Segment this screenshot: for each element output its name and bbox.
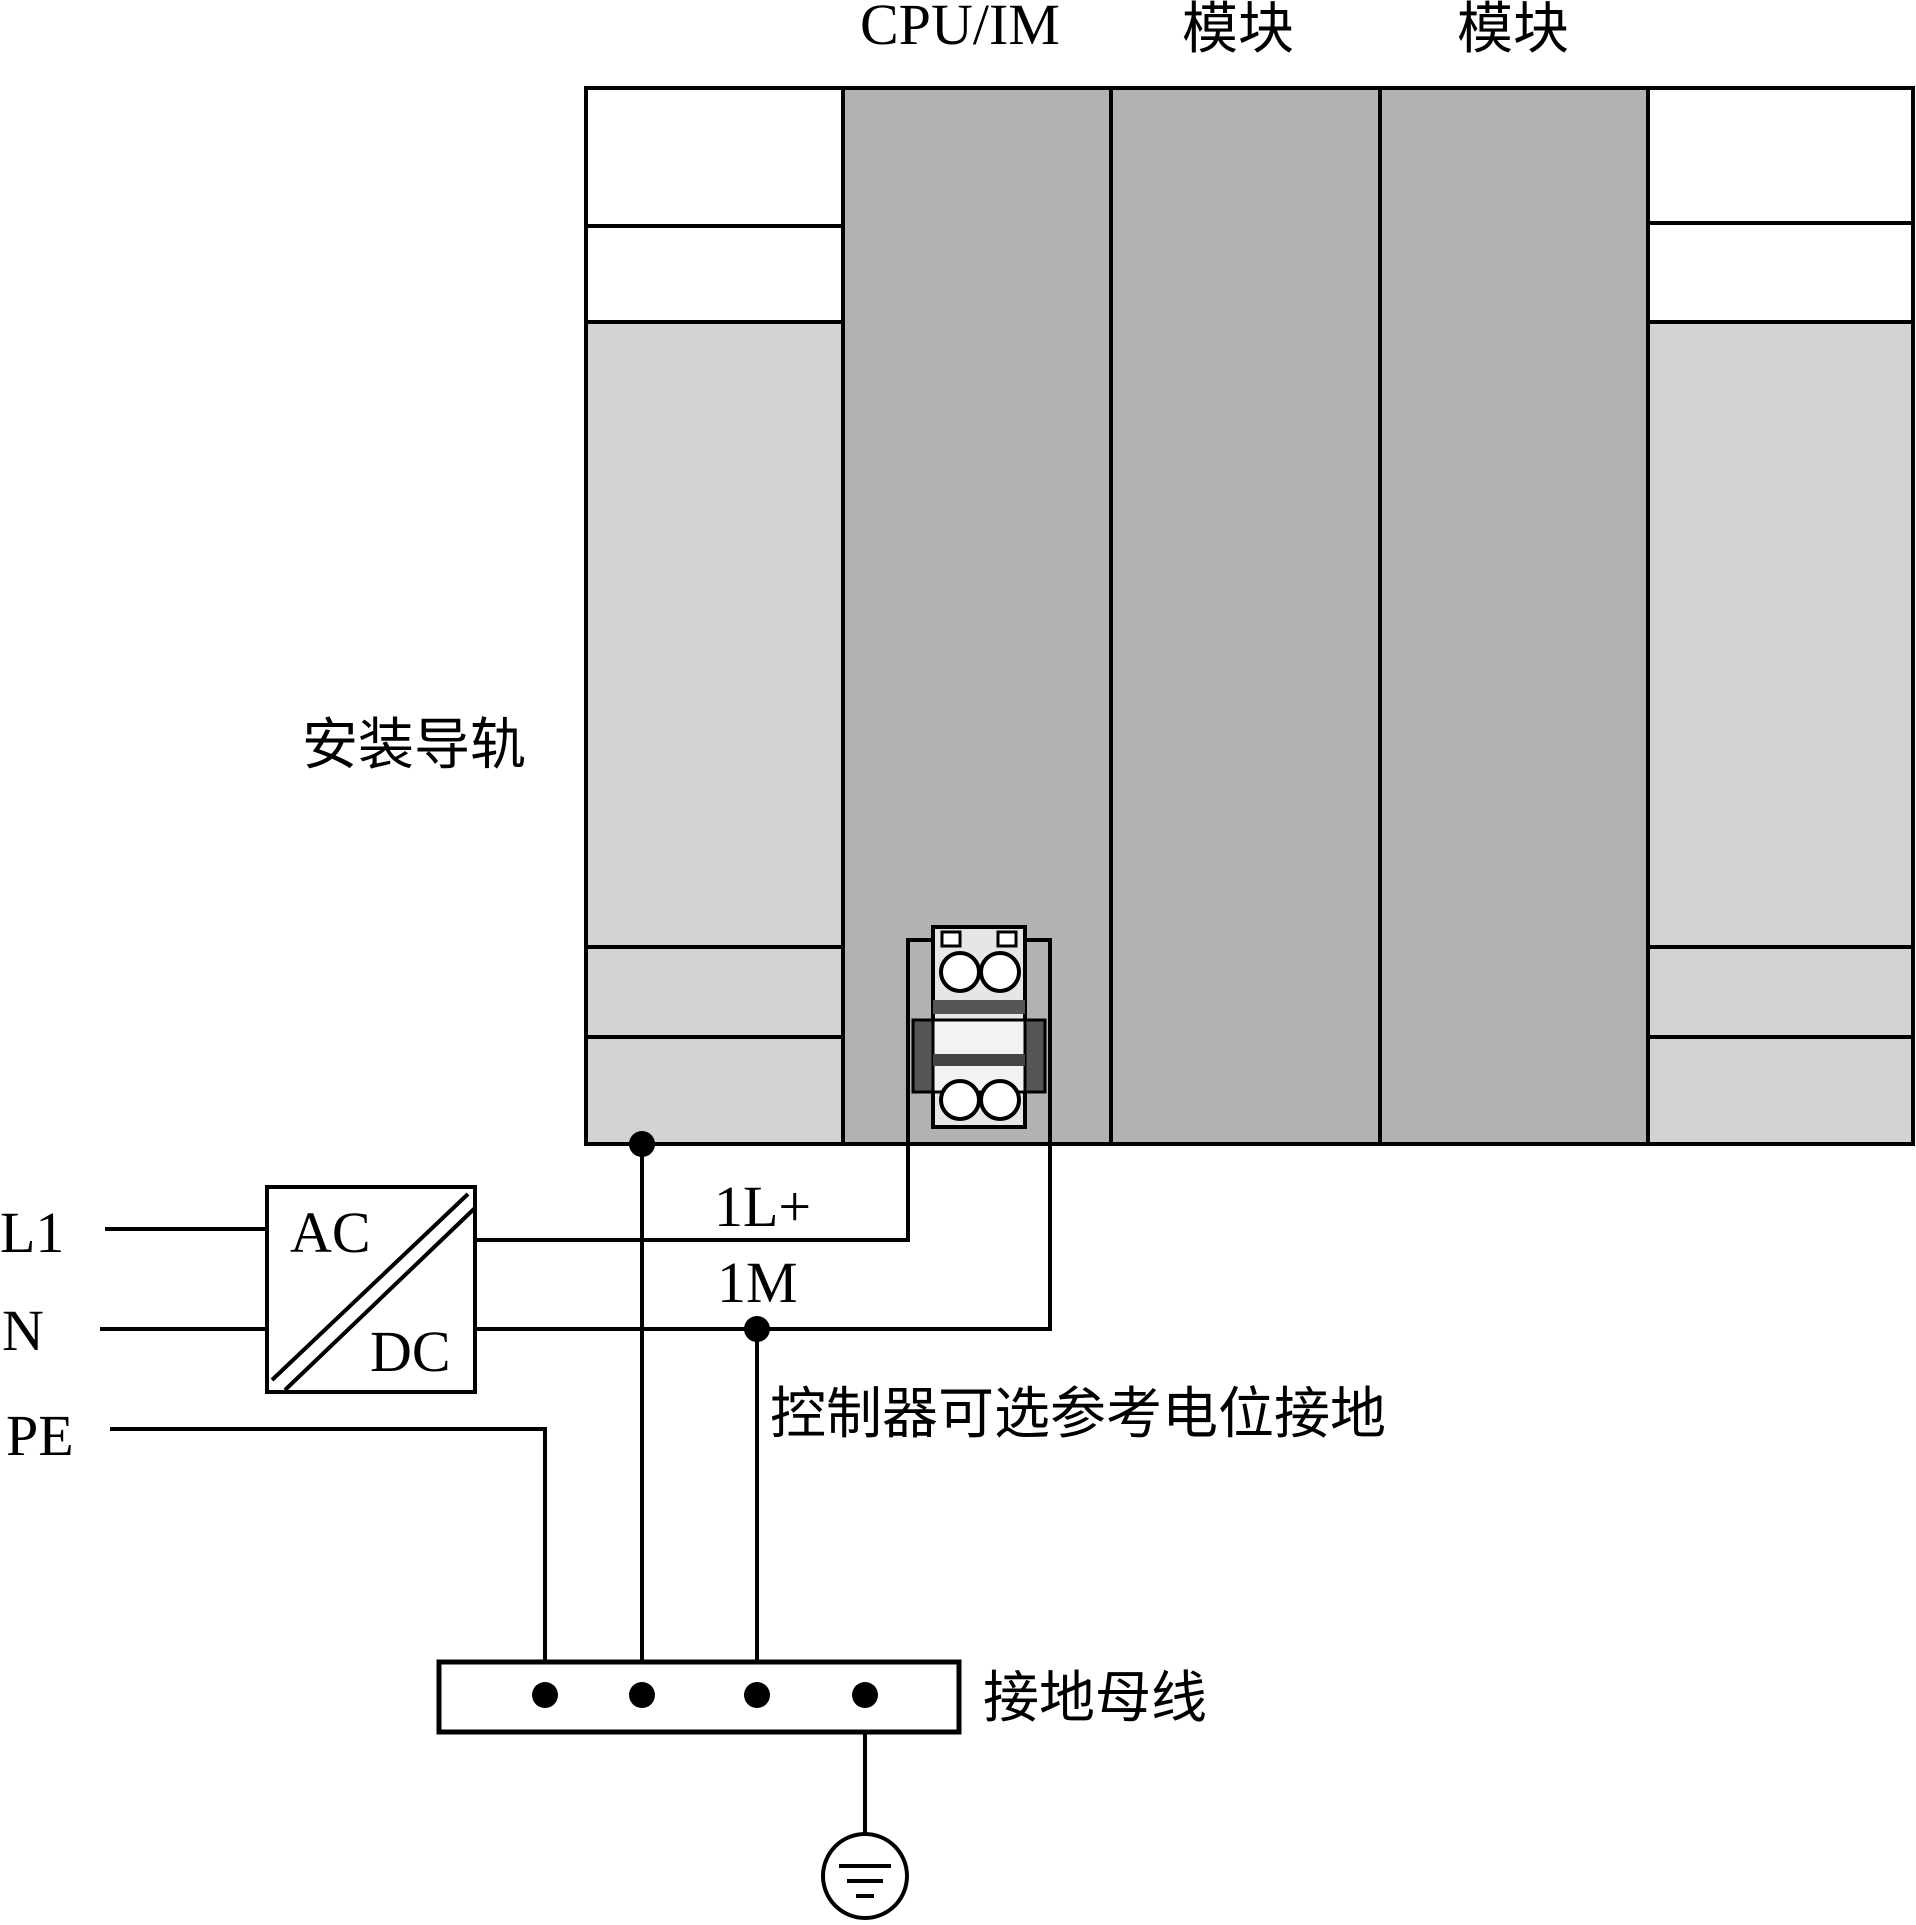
label-1l-plus: 1L+ (714, 1174, 811, 1239)
label-mounting-rail: 安装导轨 (302, 713, 526, 778)
junctions (532, 1131, 878, 1708)
rail-left-lower (584, 945, 845, 1039)
rail-left-bottom (584, 1035, 845, 1146)
module-1 (1109, 86, 1382, 1146)
label-reference-ground: 控制器可选参考电位接地 (770, 1382, 1386, 1447)
label-n: N (2, 1298, 44, 1363)
rail-left-body (584, 320, 845, 949)
ac-dc-power-supply (265, 1185, 477, 1394)
label-grounding-busbar: 接地母线 (983, 1666, 1207, 1731)
wire-1l-plus (475, 938, 933, 1242)
rail-right-bottom (1646, 1035, 1915, 1146)
label-pe: PE (6, 1403, 74, 1468)
rail-right-top (1646, 86, 1915, 225)
junction-rail (629, 1131, 655, 1157)
power-terminal-connector (911, 925, 1047, 1129)
label-l1: L1 (0, 1200, 64, 1265)
rack-assembly (584, 86, 1915, 1146)
busbar-terminal-rail (629, 1682, 655, 1708)
junction-1m (744, 1316, 770, 1342)
wire-pe (110, 1427, 547, 1693)
rail-right-body (1646, 320, 1915, 949)
label-module-1: 模块 (1182, 0, 1294, 62)
earth-ground-icon (821, 1832, 909, 1920)
busbar-terminal-earth (852, 1682, 878, 1708)
label-ac: AC (290, 1200, 371, 1265)
module-2 (1378, 86, 1650, 1146)
rail-left-top (584, 86, 845, 228)
rail-right-cap (1646, 221, 1915, 324)
label-module-2: 模块 (1457, 0, 1569, 62)
busbar-terminal-pe (532, 1682, 558, 1708)
rail-right-lower (1646, 945, 1915, 1039)
busbar-terminal-reference (744, 1682, 770, 1708)
label-1m: 1M (717, 1250, 798, 1315)
label-dc: DC (370, 1319, 451, 1384)
label-cpu-im: CPU/IM (860, 0, 1060, 57)
rail-left-cap (584, 224, 845, 324)
grounding-busbar (436, 1659, 962, 1735)
